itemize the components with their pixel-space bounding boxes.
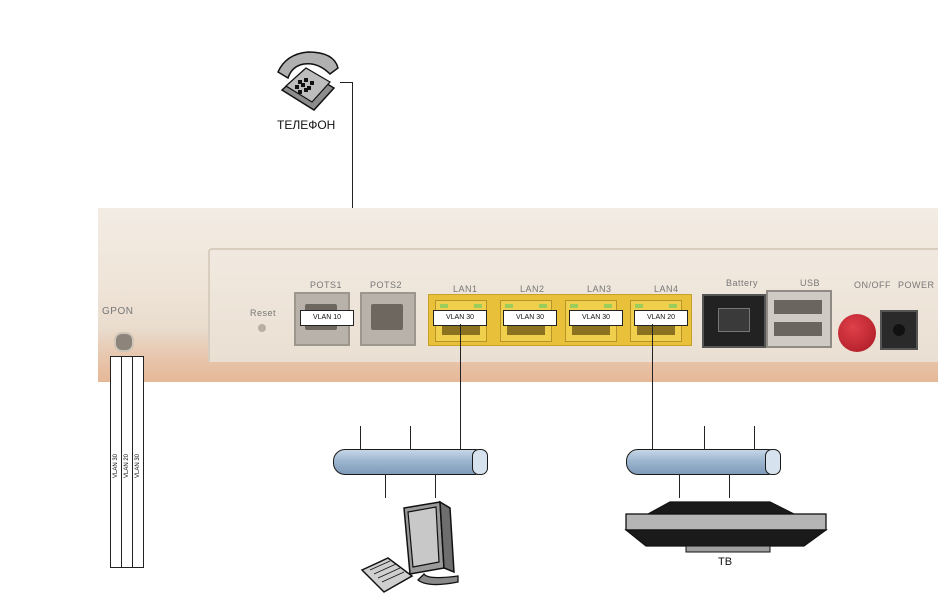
pots2-port[interactable] <box>360 292 416 346</box>
power-switch[interactable] <box>838 314 876 352</box>
power-label: POWER <box>898 280 935 290</box>
telephone-label: ТЕЛЕФОН <box>277 118 336 132</box>
telephone-icon <box>277 51 339 111</box>
lan1-switch-tube <box>333 448 488 475</box>
vlan-tag-lan4: VLAN 20 <box>634 310 688 326</box>
computer-icon <box>360 500 459 593</box>
vlan-tag-lan2: VLAN 30 <box>503 310 557 326</box>
lan1-label: LAN1 <box>453 284 478 294</box>
usb-label: USB <box>800 278 821 288</box>
gpon-fiber-label-3: VLAN 30 <box>135 453 141 478</box>
phone-cable <box>340 82 353 83</box>
gpon-label: GPON <box>102 306 134 317</box>
usb-port[interactable] <box>766 290 832 348</box>
lan4-label: LAN4 <box>654 284 679 294</box>
gpon-fiber-label-1: VLAN 30 <box>113 453 119 478</box>
lan1-cable <box>460 324 461 450</box>
battery-port[interactable] <box>702 294 766 348</box>
phone-cable-vertical <box>352 82 353 310</box>
lan4-cable <box>652 324 653 450</box>
tv-icon <box>624 501 828 553</box>
tv-label: ТВ <box>718 556 733 568</box>
lan4-switch-tube <box>626 448 781 475</box>
lan2-label: LAN2 <box>520 284 545 294</box>
ont-router: GPON Reset POTS1 POTS2 LAN1 LAN2 LAN3 LA… <box>98 208 938 382</box>
pots2-label: POTS2 <box>370 280 403 290</box>
pots1-label: POTS1 <box>310 280 343 290</box>
gpon-port <box>114 332 134 352</box>
vlan-tag-pots1: VLAN 10 <box>300 310 354 326</box>
onoff-label: ON/OFF <box>854 280 891 290</box>
reset-label: Reset <box>250 308 277 318</box>
power-jack[interactable] <box>880 310 918 350</box>
reset-button[interactable] <box>258 324 266 332</box>
battery-label: Battery <box>726 278 759 288</box>
gpon-fiber-bundle <box>110 356 144 568</box>
vlan-tag-lan3: VLAN 30 <box>569 310 623 326</box>
gpon-fiber-label-2: VLAN 20 <box>124 453 130 478</box>
lan3-label: LAN3 <box>587 284 612 294</box>
